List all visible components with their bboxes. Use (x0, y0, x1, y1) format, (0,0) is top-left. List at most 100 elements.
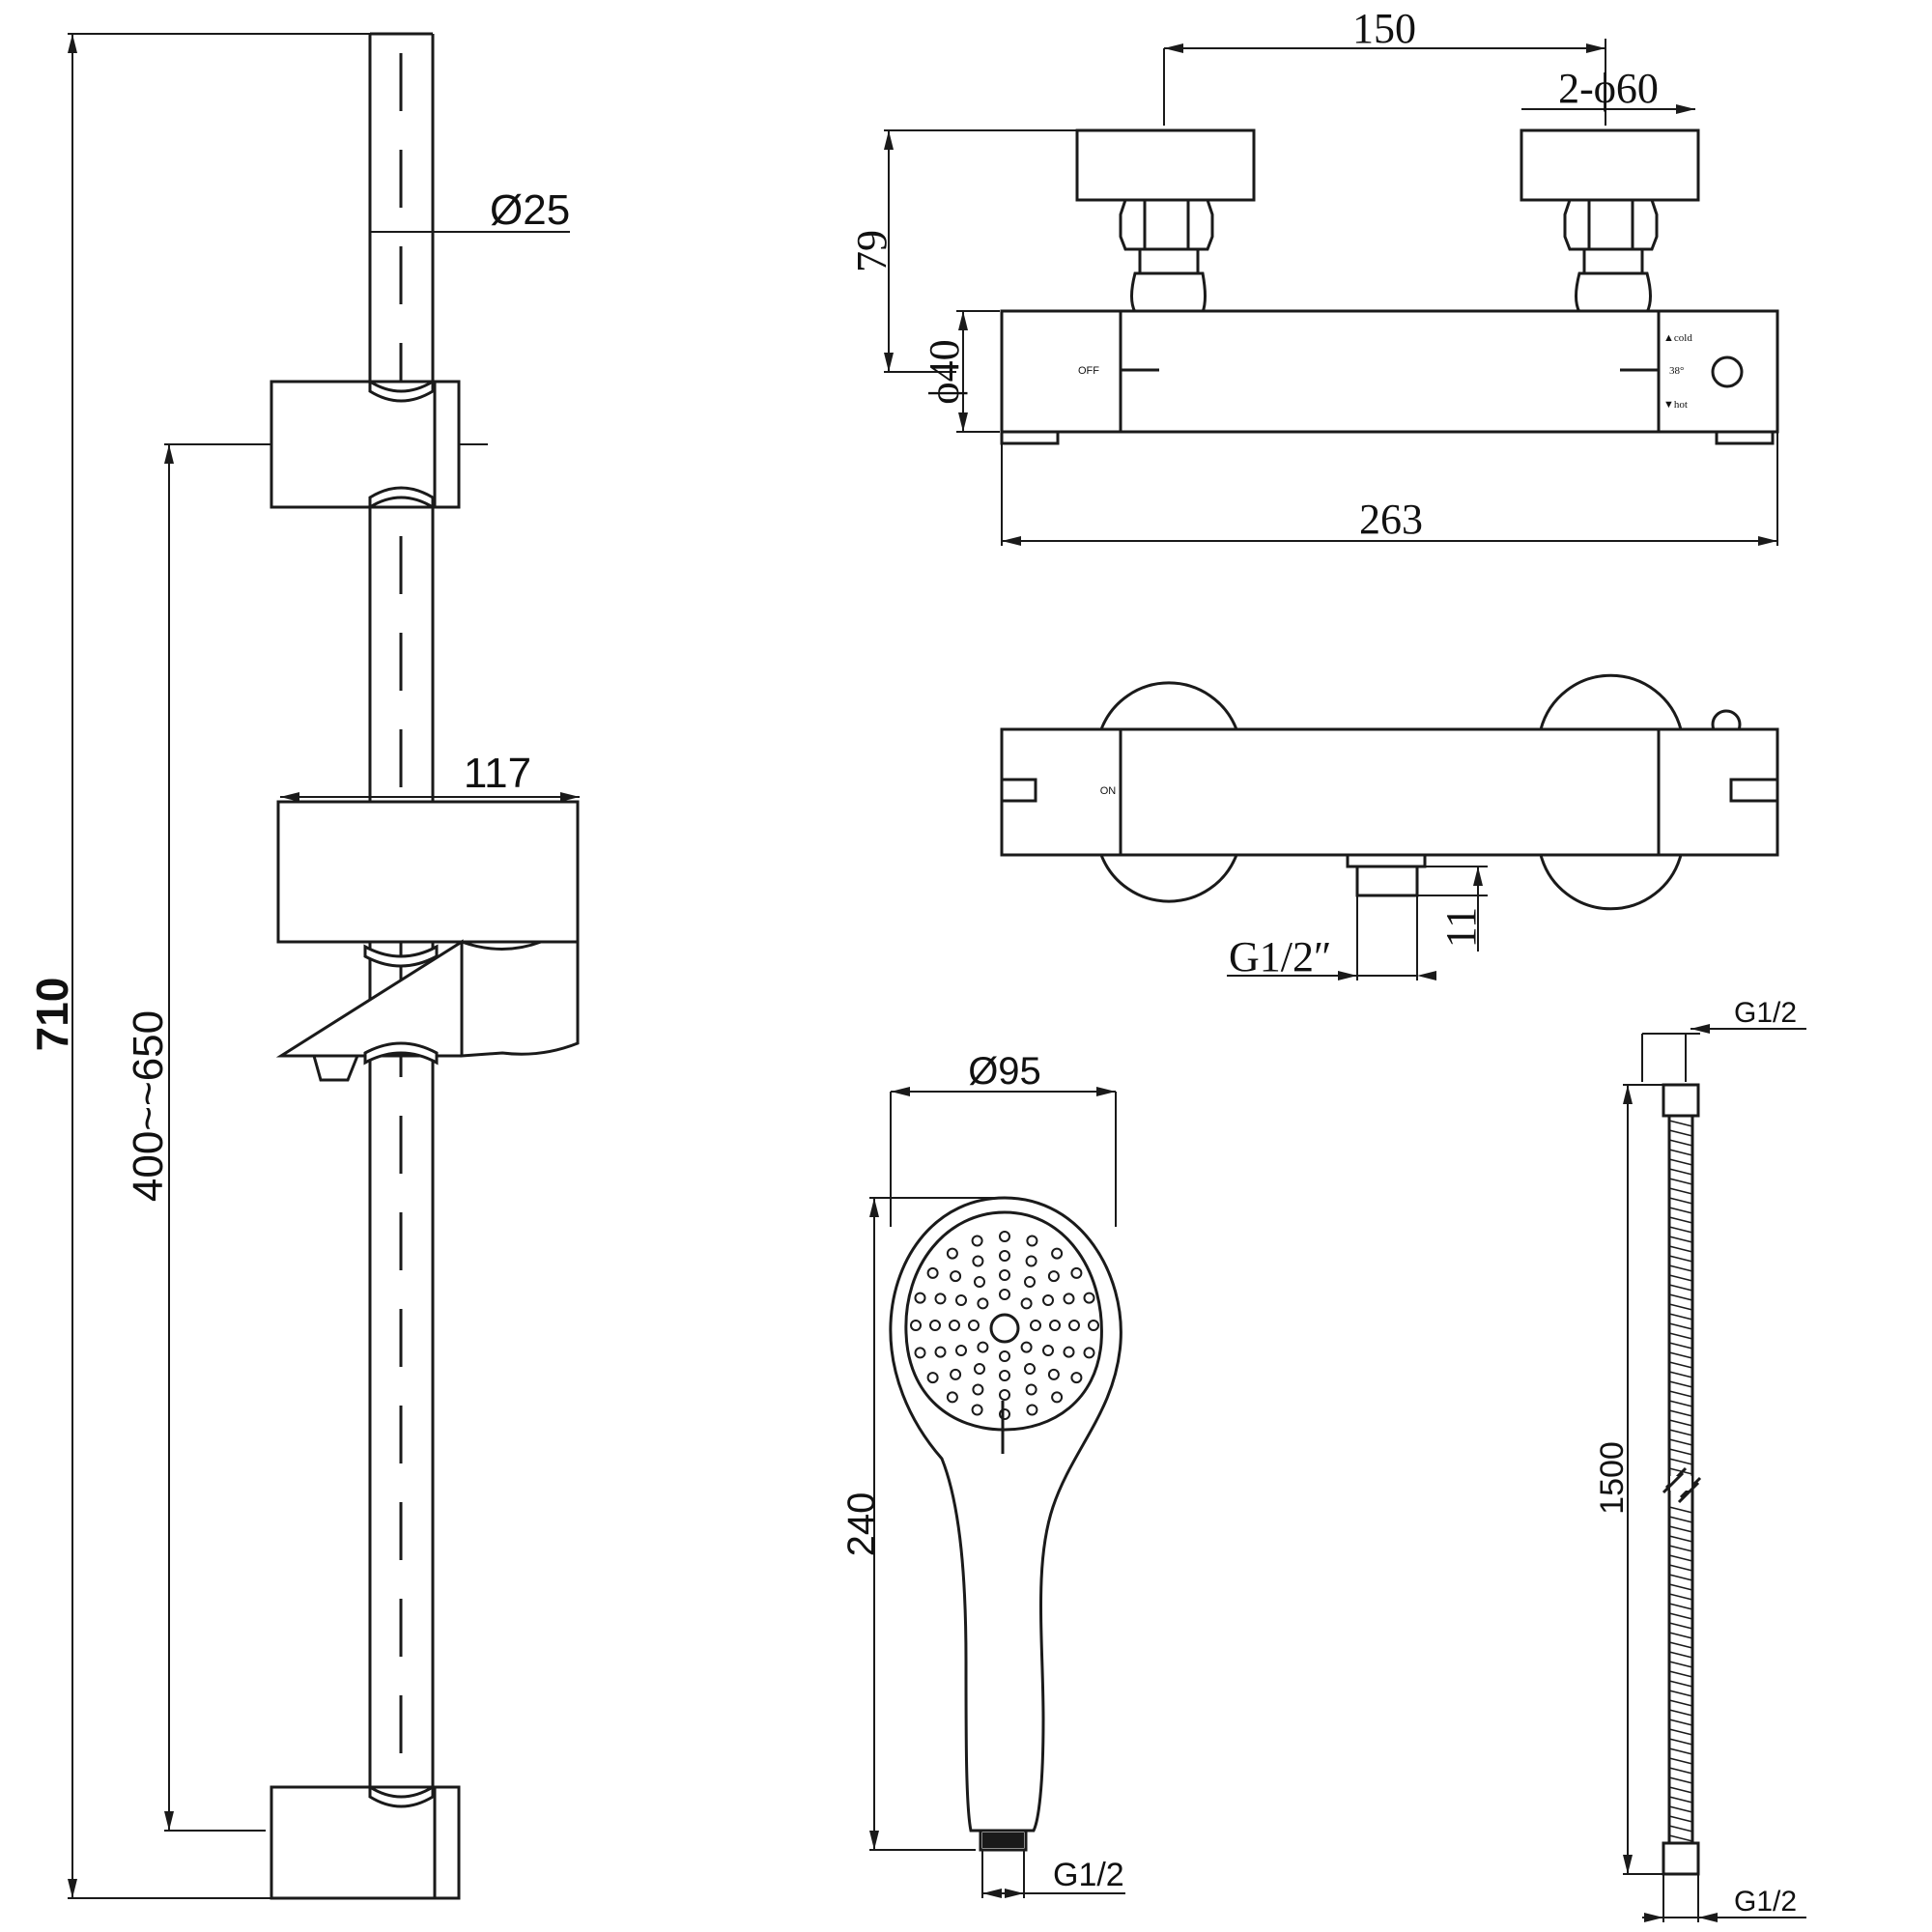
hose-view: G1/2 1500 G1/2 (1594, 997, 1806, 1922)
braid-line (1668, 1409, 1693, 1417)
braid-line (1668, 1438, 1693, 1446)
braid-line (1668, 1593, 1693, 1601)
nozzle-dot (999, 1389, 1010, 1401)
diameter-label: ϕ40 (921, 339, 968, 404)
braid-line (1668, 1757, 1693, 1765)
mixer-front-view: ON 11 G1/2″ (1000, 673, 1779, 980)
braid-line (1668, 1120, 1693, 1127)
nozzle-dot (1051, 1391, 1064, 1404)
nozzle-dot (1070, 1372, 1083, 1384)
on-label: ON (1100, 785, 1117, 797)
nozzle-dot (929, 1320, 941, 1331)
braid-line (1668, 1216, 1693, 1224)
braid-line (1668, 1796, 1693, 1804)
nozzle-dot (971, 1235, 983, 1247)
nozzle-dot (999, 1269, 1010, 1281)
handset-diameter-label: Ø95 (968, 1050, 1041, 1093)
slider-width-label: 117 (464, 750, 531, 797)
braid-line (1668, 1284, 1693, 1292)
nozzle-dot (1063, 1346, 1075, 1358)
nozzle-dot (914, 1292, 926, 1304)
nozzle-dot (1083, 1292, 1095, 1304)
braid-line (1668, 1747, 1693, 1755)
braid-line (1668, 1661, 1693, 1668)
braid-line (1668, 1825, 1693, 1833)
handset-length-label: 240 (840, 1492, 883, 1557)
nozzle-dot (999, 1408, 1010, 1420)
height-label: 79 (848, 230, 895, 272)
braid-line (1668, 1690, 1693, 1697)
nozzle-dot (926, 1372, 939, 1384)
braid-line (1668, 1651, 1693, 1659)
hand-shower-view: Ø95 240 G1/2 (840, 1050, 1125, 1898)
nozzle-dot (999, 1370, 1010, 1381)
braid-line (1668, 1342, 1693, 1350)
nozzle-dot (1024, 1276, 1036, 1288)
braid-line (1668, 1535, 1693, 1543)
outlet-length-label: 11 (1437, 907, 1485, 948)
nozzle-dot (999, 1289, 1010, 1300)
hose-length-label: 1500 (1594, 1441, 1631, 1515)
braid-line (1668, 1458, 1693, 1465)
braid-line (1668, 1805, 1693, 1813)
braid-line (1668, 1622, 1693, 1630)
nozzle-pattern (910, 1231, 1099, 1420)
nozzle-dot (972, 1255, 984, 1267)
braid-line (1668, 1149, 1693, 1156)
nozzle-dot (1068, 1320, 1080, 1331)
hose-thread-bottom-label: G1/2 (1734, 1886, 1797, 1918)
nozzle-dot (977, 1341, 989, 1353)
braid-line (1668, 1583, 1693, 1591)
nozzle-dot (1047, 1368, 1060, 1380)
nozzle-dot (949, 1320, 960, 1331)
braid-line (1668, 1699, 1693, 1707)
braid-line (1668, 1419, 1693, 1427)
braid-line (1668, 1187, 1693, 1195)
hose-thread-top-label: G1/2 (1734, 997, 1797, 1029)
braid-line (1668, 1574, 1693, 1581)
braid-line (1668, 1776, 1693, 1784)
nozzle-dot (934, 1346, 947, 1358)
braid-line (1668, 1371, 1693, 1378)
braid-line (1668, 1525, 1693, 1533)
tube-diameter-label: Ø25 (490, 186, 570, 234)
cold-label: ▲cold (1663, 332, 1692, 344)
braid-line (1668, 1303, 1693, 1311)
nozzle-dot (977, 1297, 989, 1310)
braid-line (1668, 1264, 1693, 1272)
braid-line (1668, 1226, 1693, 1234)
nozzle-dot (1024, 1363, 1036, 1375)
nozzle-dot (974, 1363, 985, 1375)
length-label: 263 (1359, 496, 1423, 543)
nozzle-dot (1042, 1294, 1054, 1306)
braid-line (1668, 1506, 1693, 1514)
nozzle-dot (1030, 1320, 1041, 1331)
nozzle-dot (1070, 1266, 1083, 1279)
braid-line (1668, 1545, 1693, 1552)
nozzle-dot (1083, 1347, 1095, 1359)
nozzle-dot (946, 1247, 958, 1260)
nozzle-dot (910, 1320, 922, 1331)
nozzle-dot (1047, 1270, 1060, 1283)
braid-line (1668, 1603, 1693, 1610)
outlet-thread-label: G1/2″ (1229, 933, 1331, 980)
nozzle-dot (1025, 1383, 1037, 1396)
nozzle-dot (950, 1368, 962, 1380)
braid-line (1668, 1400, 1693, 1407)
braid-line (1668, 1361, 1693, 1369)
braid-line (1668, 1390, 1693, 1398)
centers-label: 150 (1352, 5, 1416, 52)
nozzle-dot (972, 1383, 984, 1396)
braid-line (1668, 1632, 1693, 1639)
braid-line (1668, 1429, 1693, 1436)
nozzle-dot (999, 1250, 1010, 1262)
escutcheon-label: 2-ϕ60 (1558, 65, 1659, 112)
hot-label: ▼hot (1663, 399, 1688, 411)
nozzle-dot (1020, 1341, 1033, 1353)
nozzle-dot (1025, 1255, 1037, 1267)
braid-line (1668, 1719, 1693, 1726)
braid-line (1668, 1197, 1693, 1205)
braid-line (1668, 1564, 1693, 1572)
braid-line (1668, 1332, 1693, 1340)
